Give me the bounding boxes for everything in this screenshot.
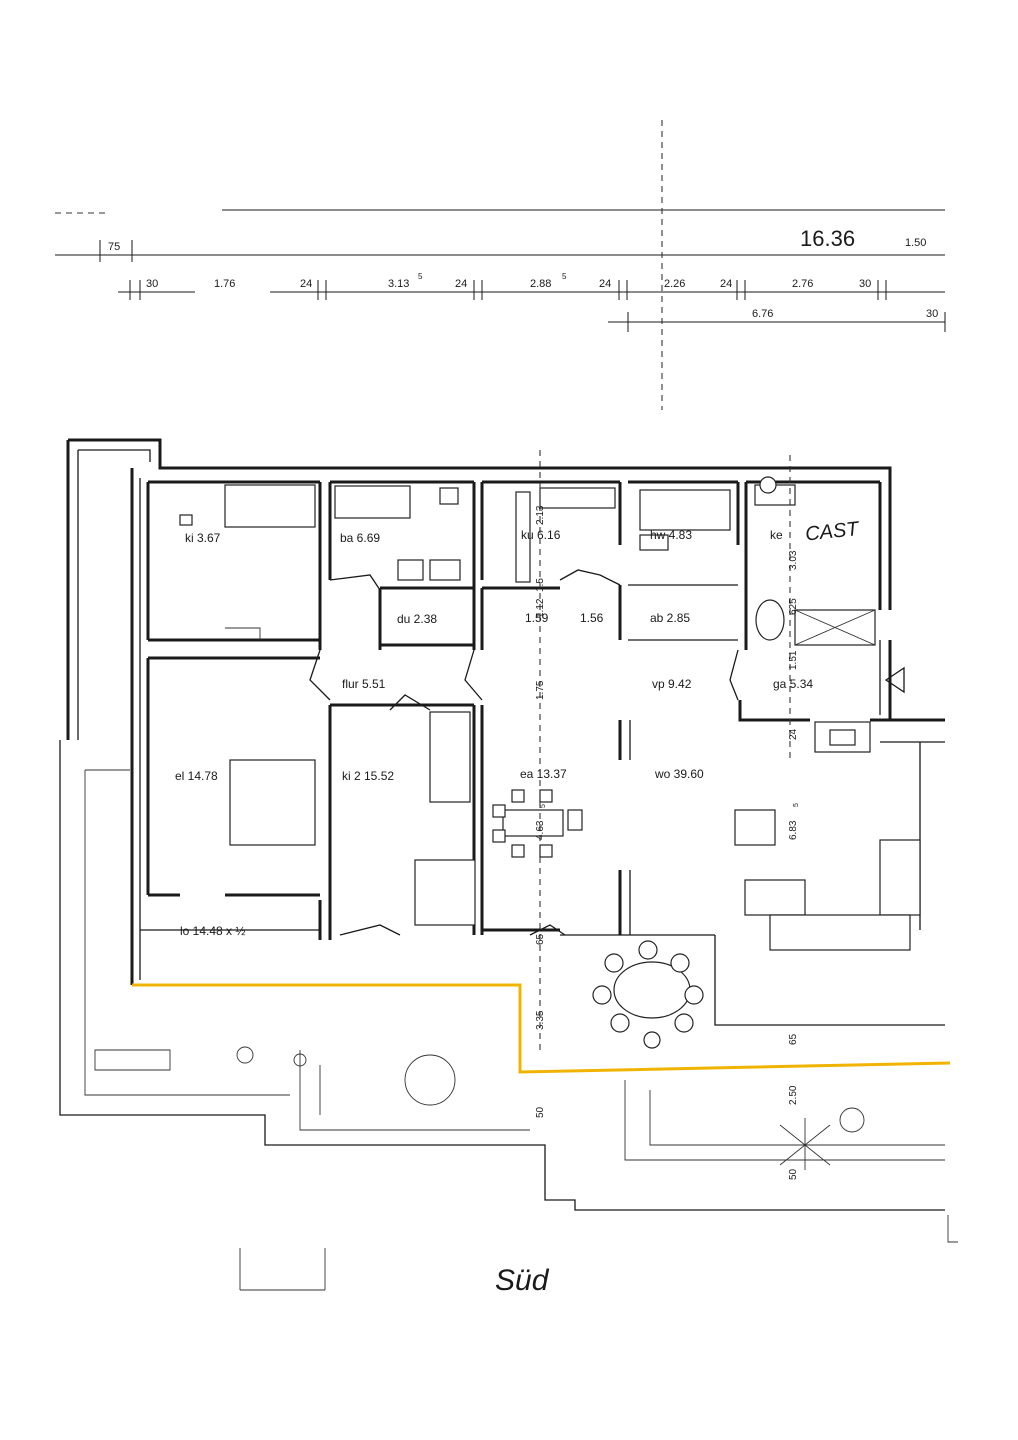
dimension-chains — [55, 120, 946, 410]
lower-dimension-end: 30 — [926, 308, 938, 320]
dimension-label: 50 — [788, 1168, 799, 1180]
room-label: hw 4.83 — [650, 528, 692, 542]
segment-label: 30 — [146, 278, 158, 290]
terrace-garden — [59, 666, 958, 1291]
dimension-label: 1.12 — [535, 598, 546, 618]
segment-label: 30 — [859, 278, 871, 290]
inner-dimensions: 2.13 1.5 1.12 1.75 3.03 625 1.51 24 4.63… — [535, 450, 800, 1180]
room-label: ki 3.67 — [185, 531, 221, 545]
segment-label: 2.76 — [792, 278, 813, 290]
room-label: ea 13.37 — [520, 767, 567, 781]
interior-walls — [146, 480, 882, 940]
dimension-label: 2.13 — [535, 505, 546, 525]
room-label: ga 5.34 — [773, 677, 813, 691]
room-label: ab 2.85 — [650, 611, 690, 625]
room-label: flur 5.51 — [342, 677, 386, 691]
total-width-label: 16.36 — [800, 226, 855, 251]
room-label: el 14.78 — [175, 769, 218, 783]
dimension-label: 50 — [535, 1106, 546, 1118]
room-label: vp 9.42 — [652, 677, 692, 691]
room-label: ke — [770, 528, 783, 542]
room-label: 1.59 — [525, 611, 549, 625]
room-label: wo 39.60 — [654, 767, 704, 781]
room-label: lo 14.48 x ½ — [180, 924, 245, 938]
segment-dimensions: 30 1.76 24 3.13 5 24 2.88 5 24 2.26 24 2… — [146, 272, 871, 290]
segment-label: 2.88 — [530, 278, 551, 290]
room-label: du 2.38 — [397, 612, 437, 626]
dimension-label: 6.83 — [788, 820, 799, 840]
segment-label: 1.76 — [214, 278, 235, 290]
highlighted-boundary — [132, 983, 951, 1074]
segment-label: 24 — [300, 278, 312, 290]
dimension-label: 1.5 — [535, 578, 546, 592]
dimension-label: 2.50 — [788, 1085, 799, 1105]
top-right-dimension: 1.50 — [905, 237, 926, 249]
handwritten-note-bottom: Süd — [495, 1264, 550, 1297]
room-label: 1.56 — [580, 611, 604, 625]
segment-label: 24 — [599, 278, 611, 290]
doors — [309, 569, 739, 936]
dimension-label: 3.03 — [788, 550, 799, 570]
segment-label: 2.26 — [664, 278, 685, 290]
top-left-dimension: 75 — [108, 241, 120, 253]
segment-superscript: 5 — [418, 272, 423, 281]
room-label: ki 2 15.52 — [342, 769, 394, 783]
room-labels: ki 3.67 ba 6.69 ku 6.16 hw 4.83 ke du 2.… — [175, 528, 813, 938]
furniture — [179, 476, 921, 951]
segment-label: 24 — [455, 278, 467, 290]
dimension-label: 625 — [788, 598, 799, 615]
segment-label: 24 — [720, 278, 732, 290]
segment-superscript: 5 — [562, 272, 567, 281]
dimension-label: 1.75 — [535, 680, 546, 700]
handwritten-note-top: CAST — [804, 518, 861, 546]
dimension-label: 5 — [540, 804, 547, 808]
dimension-label: 24 — [788, 728, 799, 740]
dimension-label: 5 — [793, 803, 800, 807]
dimension-label: 65 — [535, 933, 546, 945]
dimension-label: 3.35 — [535, 1010, 546, 1030]
dimension-label: 65 — [788, 1033, 799, 1045]
room-label: ku 6.16 — [521, 528, 561, 542]
exterior-walls — [66, 438, 945, 1026]
room-label: ba 6.69 — [340, 531, 380, 545]
lower-dimension: 6.76 — [752, 308, 773, 320]
dimension-label: 4.63 — [535, 820, 546, 840]
segment-label: 3.13 — [388, 278, 409, 290]
dimension-label: 1.51 — [788, 650, 799, 670]
